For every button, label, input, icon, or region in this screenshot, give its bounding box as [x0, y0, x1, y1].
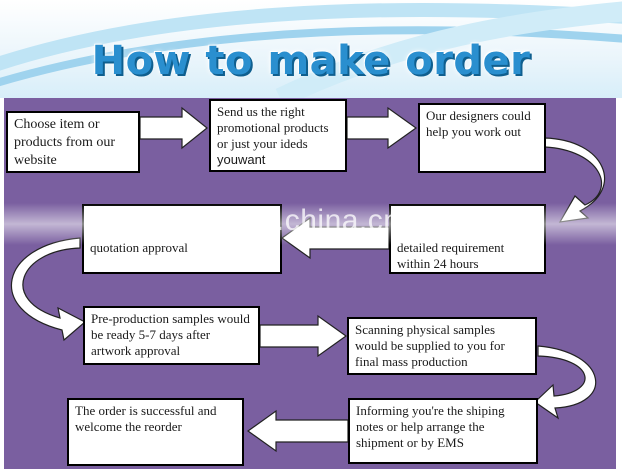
curve-arrow-right-bottom — [534, 345, 597, 420]
step-informing-shipping: Informing you're the shiping notes or he… — [348, 398, 538, 464]
step-scanning-samples: Scanning physical samples would be suppl… — [347, 317, 537, 375]
step-send-products-text: Send us the right promotional products o… — [217, 104, 329, 151]
watermark-band — [0, 203, 622, 245]
step-informing-shipping-text: Informing you're the shiping notes or he… — [356, 403, 505, 450]
step-designers-text: Our designers could help you work out — [426, 108, 531, 139]
step-send-products: Send us the right promotional products o… — [209, 99, 347, 172]
step-choose-item: Choose item or products from our website — [6, 111, 140, 173]
page-title: How to make order — [91, 38, 531, 84]
step-send-products-suffix: youwant — [217, 152, 266, 167]
arrow-right-2 — [346, 106, 418, 150]
step-order-successful: The order is successful and welcome the … — [67, 398, 244, 466]
header-swoosh-decoration — [0, 1, 622, 98]
step-choose-item-text: Choose item or products from our website — [14, 117, 116, 168]
header-banner: How to make order — [0, 0, 622, 98]
step-designers: Our designers could help you work out — [418, 103, 546, 173]
curve-arrow-left — [10, 237, 87, 342]
step-scanning-samples-text: Scanning physical samples would be suppl… — [355, 322, 505, 369]
watermark-text: trade.china.cn — [205, 204, 401, 237]
step-order-successful-text: The order is successful and welcome the … — [75, 403, 217, 434]
step-pre-production: Pre-production samples would be ready 5-… — [83, 306, 260, 365]
arrow-left-2 — [246, 409, 349, 453]
arrow-right-1 — [139, 106, 208, 150]
step-pre-production-text: Pre-production samples would be ready 5-… — [91, 311, 250, 358]
arrow-right-3 — [259, 314, 348, 358]
